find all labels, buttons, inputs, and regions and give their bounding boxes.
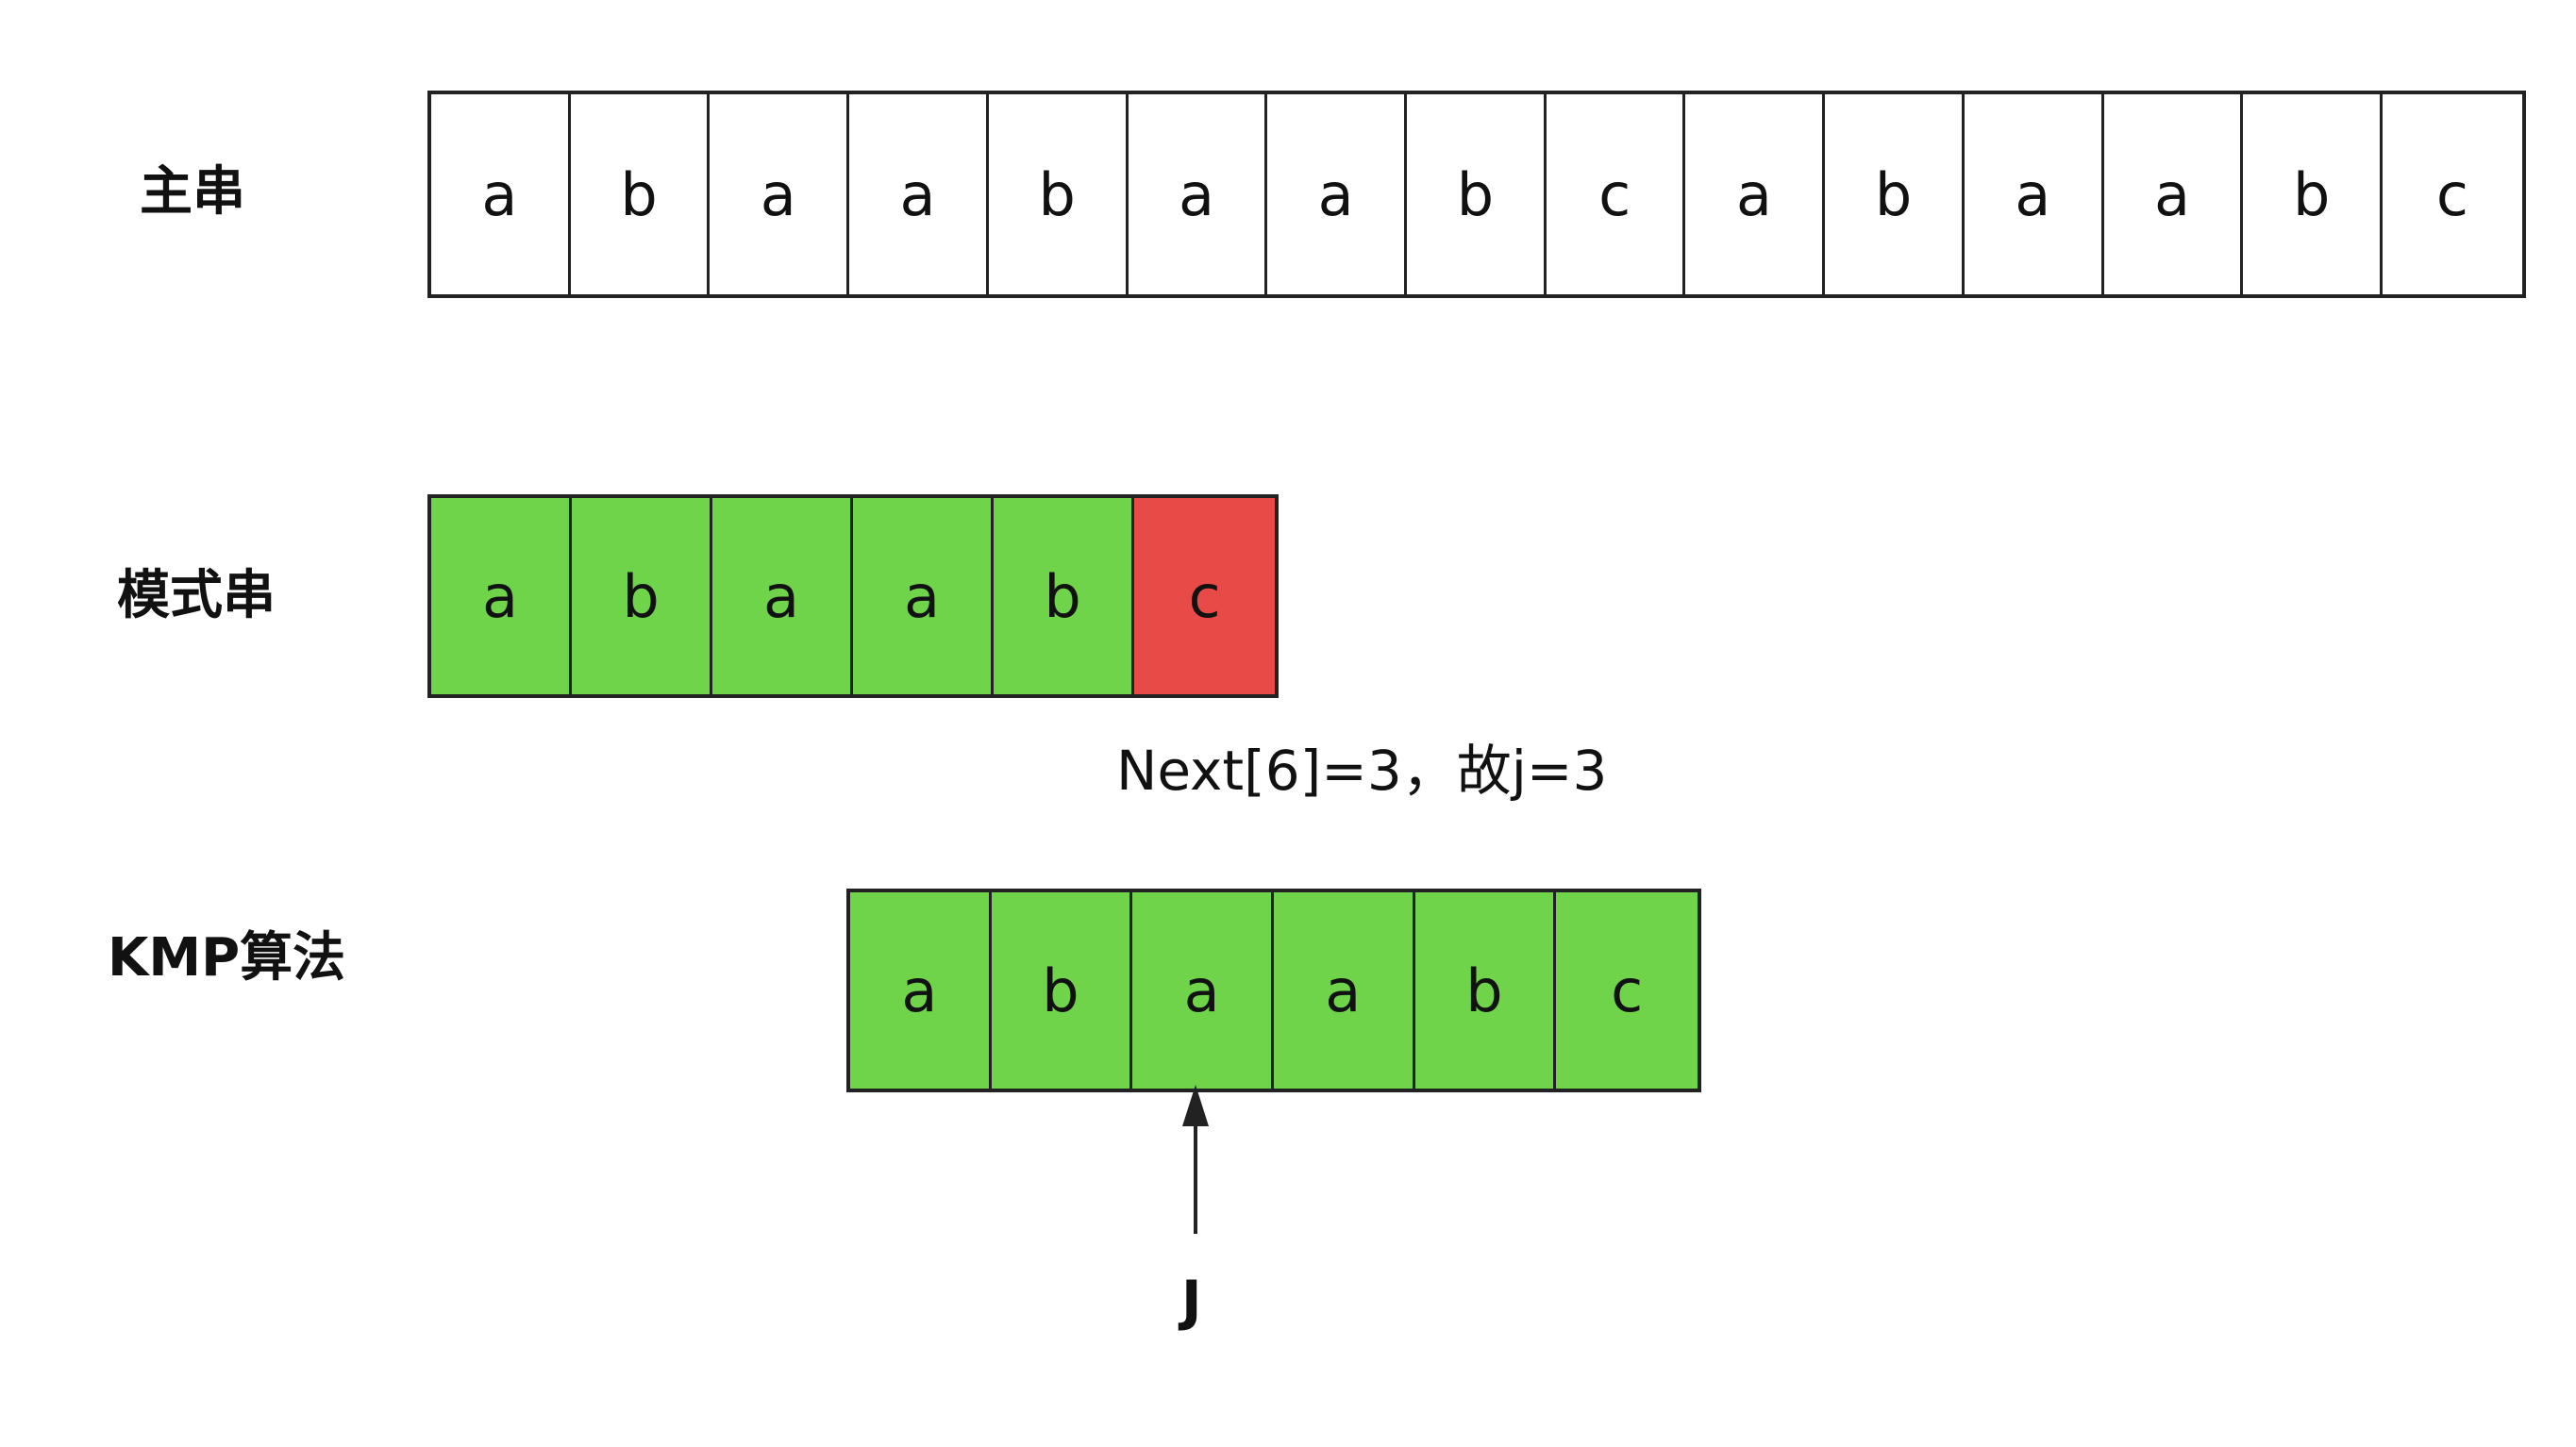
main-string-cell: c <box>2383 94 2522 294</box>
pattern-string-label: 模式串 <box>117 565 276 626</box>
pattern-string-cell: b <box>994 498 1134 694</box>
main-string-cell: b <box>988 94 1129 294</box>
kmp-pattern-cell: b <box>1414 892 1557 1089</box>
pointer-arrow-head <box>1182 1085 1209 1126</box>
pointer-arrow-icon <box>1182 1085 1209 1234</box>
main-string-cell: b <box>1825 94 1965 294</box>
main-string-cell: a <box>1964 94 2104 294</box>
main-string-cell: a <box>1685 94 1826 294</box>
main-string-cell: c <box>1546 94 1686 294</box>
main-string-cell: a <box>2103 94 2244 294</box>
kmp-pattern-cell: a <box>1132 892 1274 1089</box>
pattern-string-cell: c <box>1134 498 1275 694</box>
main-string-cell: a <box>849 94 989 294</box>
kmp-pattern-cell: a <box>1273 892 1415 1089</box>
main-string-cell: a <box>1267 94 1408 294</box>
main-string-cell: b <box>570 94 711 294</box>
pattern-string-cell: b <box>572 498 712 694</box>
main-string-cell: b <box>1407 94 1547 294</box>
kmp-pattern-cell: c <box>1556 892 1698 1089</box>
pattern-string-cell: a <box>853 498 994 694</box>
main-string-cell: b <box>2243 94 2384 294</box>
kmp-label: KMP算法 <box>108 927 346 989</box>
main-string-cell: a <box>431 94 571 294</box>
next-caption: Next[6]=3，故j=3 <box>1116 739 1608 803</box>
kmp-pattern-cell: b <box>991 892 1133 1089</box>
main-string-label: 主串 <box>140 161 245 223</box>
main-string-cell: a <box>710 94 850 294</box>
main-string-cell: a <box>1128 94 1268 294</box>
pointer-label-j: J <box>1181 1269 1202 1333</box>
pattern-string-cell: a <box>431 498 572 694</box>
kmp-pattern-cell: a <box>850 892 992 1089</box>
pattern-string-cell: a <box>712 498 853 694</box>
